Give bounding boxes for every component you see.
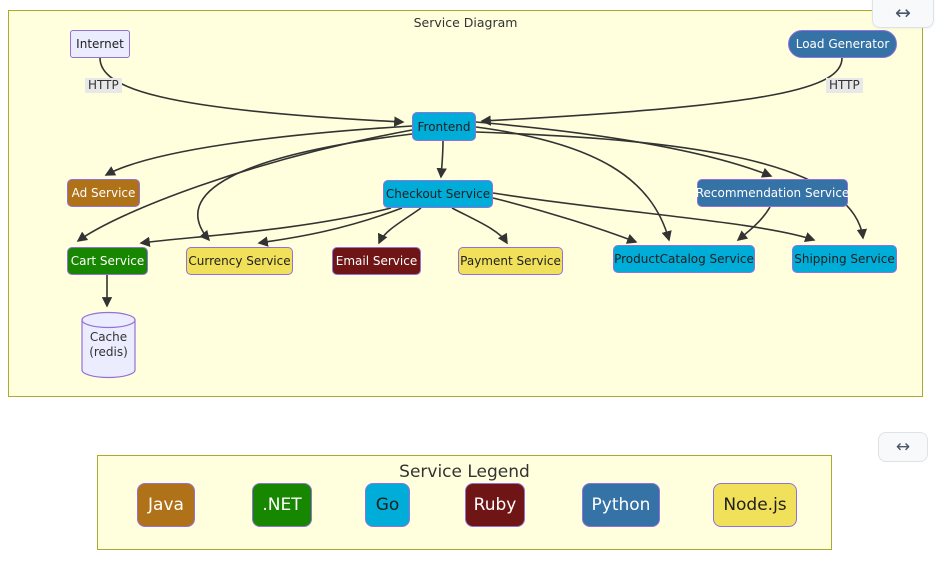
expand-horizontal-icon: ↔ — [895, 2, 911, 24]
edge-label-http-right: HTTP — [826, 78, 863, 93]
node-cart-service: Cart Service — [67, 247, 148, 275]
legend-chip-go: Go — [365, 483, 410, 527]
node-ad-service: Ad Service — [67, 179, 140, 207]
edge-label-http-left: HTTP — [85, 78, 122, 93]
node-shipping-service: Shipping Service — [792, 245, 897, 273]
cache-label-line1: Cache — [89, 330, 128, 344]
node-frontend: Frontend — [412, 112, 476, 141]
expand-horizontal-icon: ↔ — [895, 437, 911, 457]
node-cache-redis: Cache (redis) — [82, 330, 135, 360]
expand-diagram-button[interactable]: ↔ — [872, 0, 934, 28]
legend-chip-dotnet: .NET — [252, 483, 312, 527]
legend-chip-python: Python — [582, 483, 660, 527]
legend-chip-nodejs: Node.js — [713, 483, 797, 527]
node-currency-service: Currency Service — [186, 247, 293, 275]
legend-chip-java: Java — [137, 483, 195, 527]
legend-title: Service Legend — [399, 462, 530, 482]
diagram-title: Service Diagram — [413, 15, 518, 30]
expand-legend-button[interactable]: ↔ — [878, 432, 928, 462]
service-legend-panel: Service Legend — [97, 455, 832, 550]
node-productcatalog-service: ProductCatalog Service — [613, 245, 755, 273]
node-internet: Internet — [70, 30, 130, 58]
node-email-service: Email Service — [332, 247, 421, 275]
node-load-generator: Load Generator — [788, 30, 897, 58]
node-payment-service: Payment Service — [458, 247, 563, 275]
node-recommendation-service: Recommendation Service — [696, 179, 849, 207]
node-checkout-service: Checkout Service — [383, 180, 493, 208]
cache-label-line2: (redis) — [89, 345, 128, 359]
legend-chip-ruby: Ruby — [465, 483, 525, 527]
